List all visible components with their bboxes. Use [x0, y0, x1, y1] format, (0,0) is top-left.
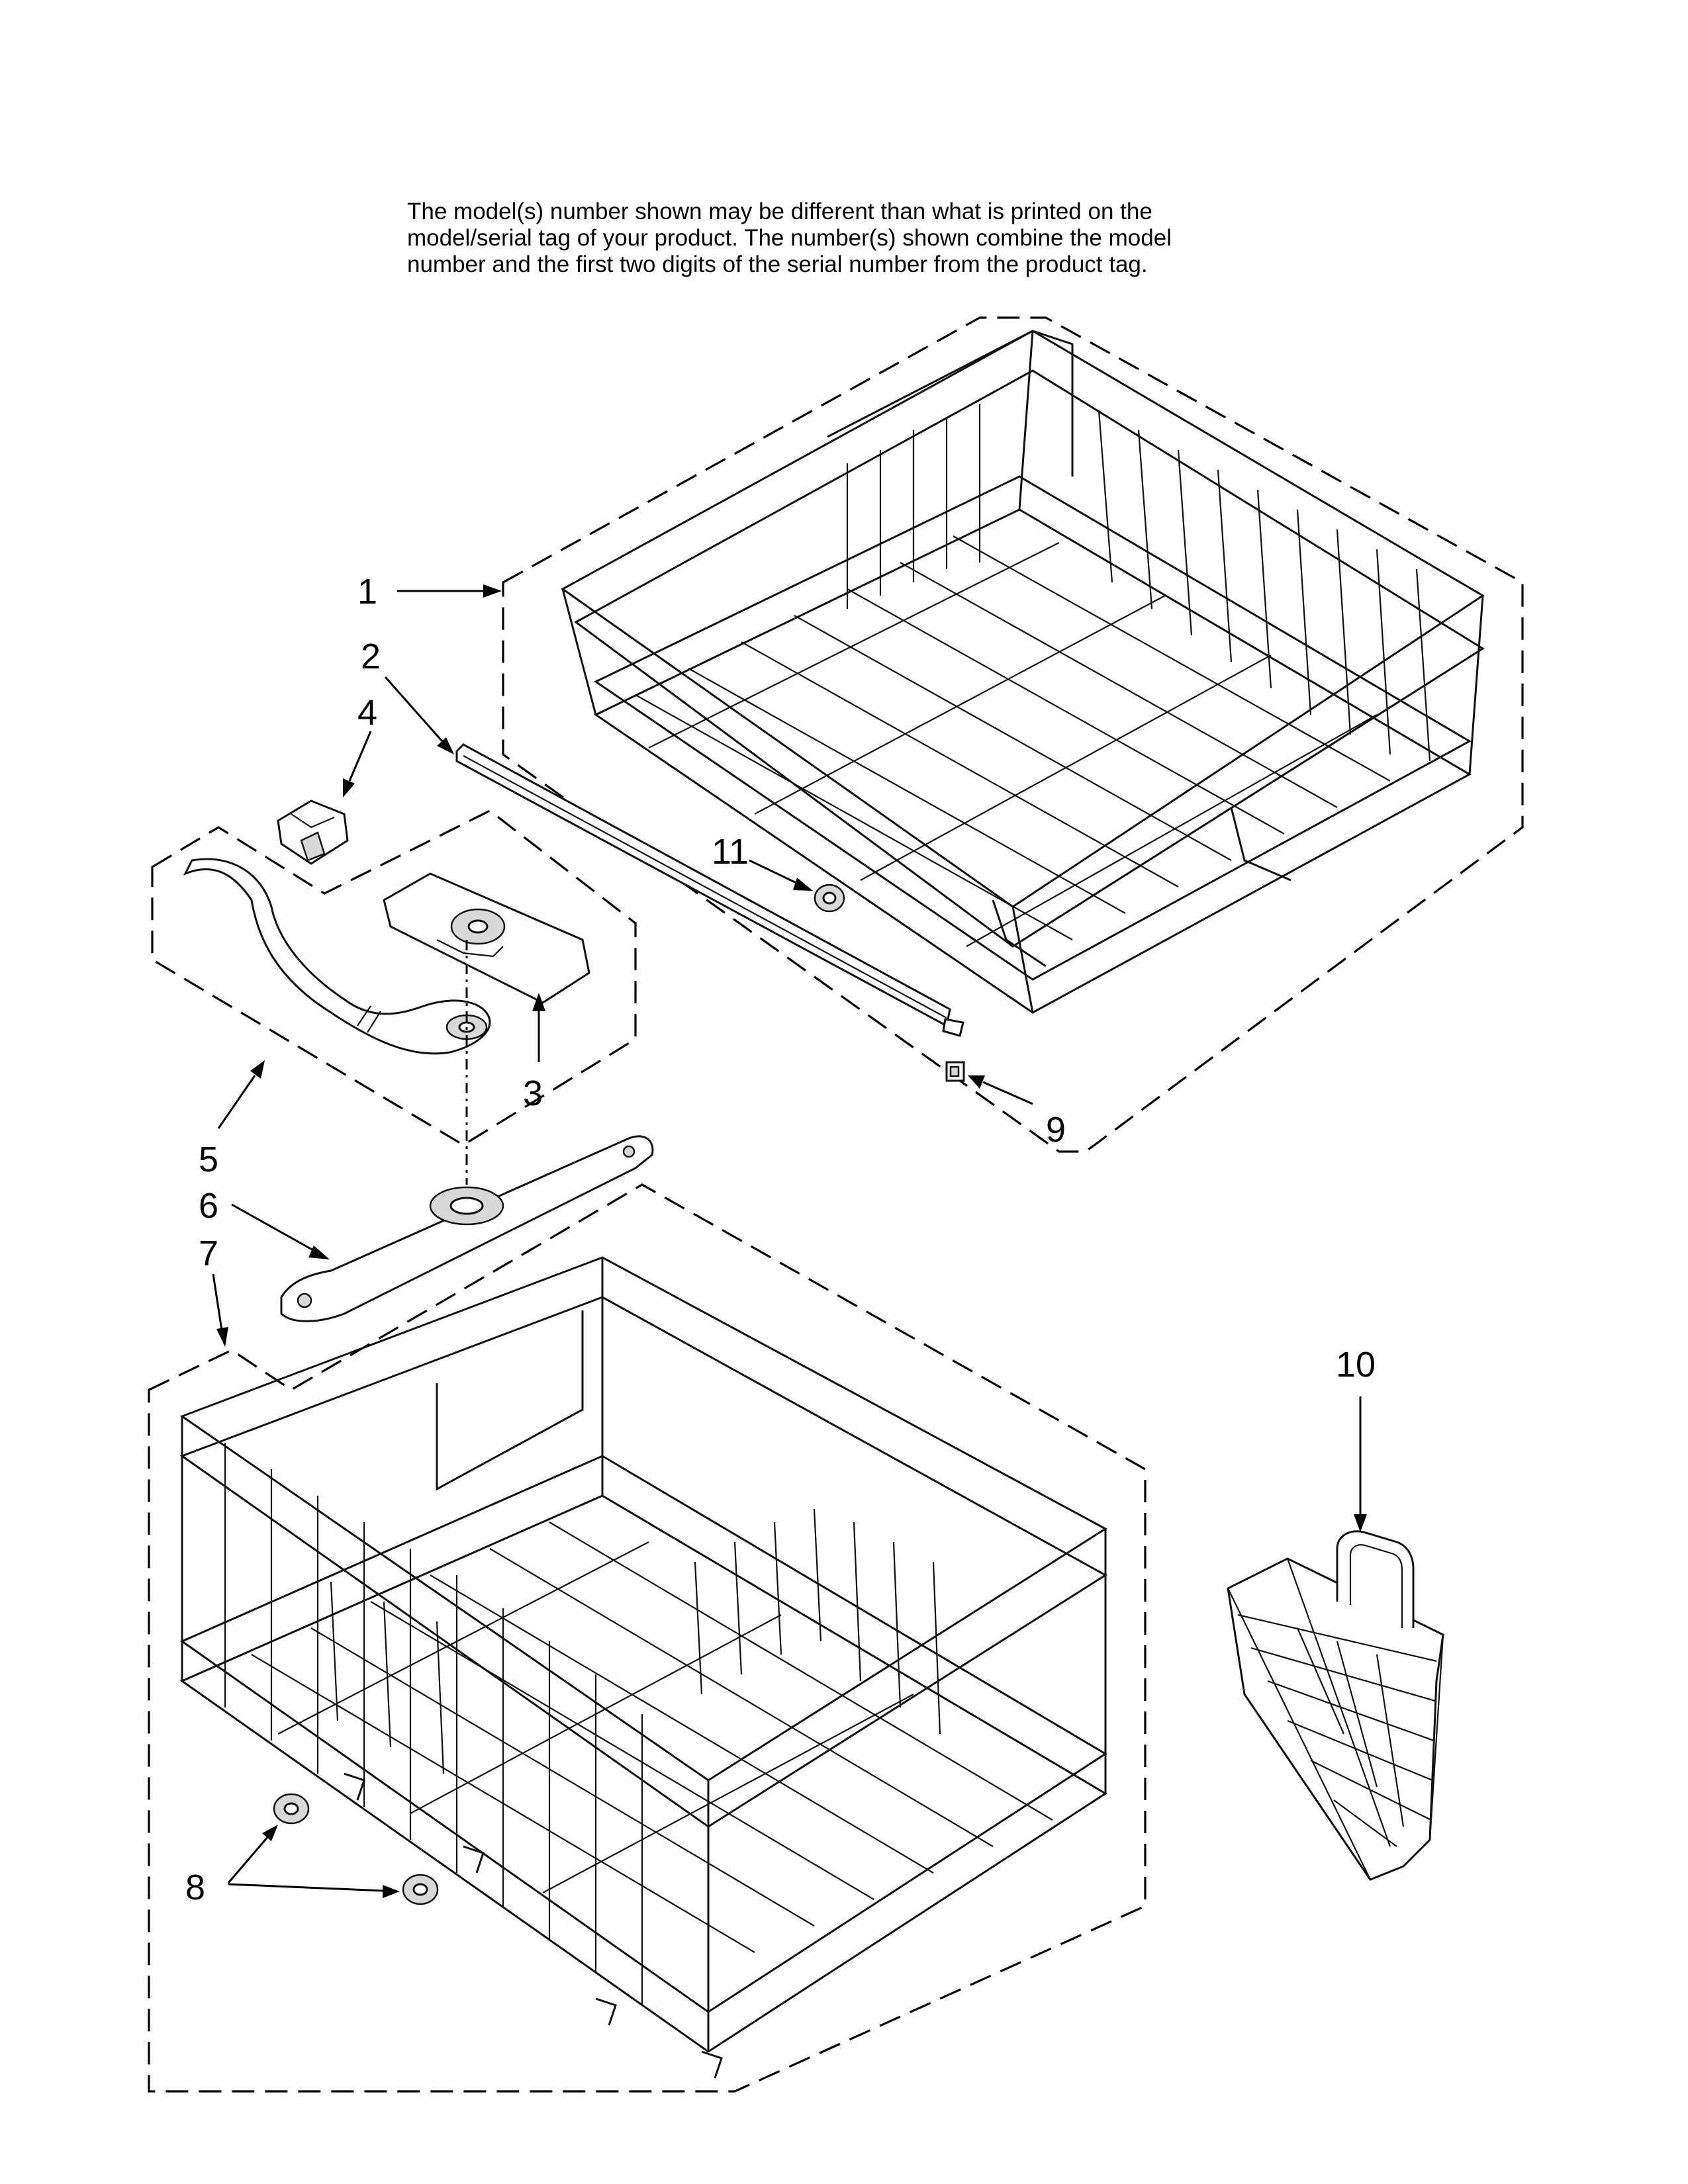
- spray-arm-part-6: [280, 1135, 654, 1322]
- clip-part-4: [277, 799, 349, 865]
- header-note: The model(s) number shown may be differe…: [407, 199, 1334, 278]
- silverware-basket-part-10: [1227, 1530, 1444, 1881]
- callout-3: 3: [523, 1073, 543, 1113]
- rack-rail-part-2: [455, 743, 964, 1037]
- upper-rack-tines: [846, 404, 1431, 762]
- callout-10: 10: [1336, 1345, 1376, 1385]
- upper-rack-group: [502, 316, 1524, 1153]
- callout-5: 5: [199, 1140, 218, 1179]
- upper-rack-drawing: [561, 330, 1485, 1014]
- wheel-part-8a: [273, 1793, 310, 1825]
- header-note-line-1: The model(s) number shown may be differe…: [407, 199, 1152, 224]
- callout-11: 11: [712, 832, 749, 872]
- lower-rack-drawing: [179, 1256, 1107, 2079]
- upper-rack-floor: [635, 535, 1391, 947]
- header-note-line-2: model/serial tag of your product. The nu…: [407, 225, 1172, 251]
- lower-rack-group: [148, 1183, 1147, 2093]
- basket-grid: [1237, 1614, 1437, 1847]
- callout-6: 6: [199, 1186, 218, 1226]
- callout-leaders: [212, 584, 1367, 1898]
- upper-rack-boundary: [502, 316, 1524, 1153]
- callout-2: 2: [361, 637, 381, 676]
- lower-rack-floor: [251, 1522, 1053, 1953]
- callout-8: 8: [185, 1868, 205, 1907]
- header-note-line-3: number and the first two digits of the s…: [407, 251, 1148, 277]
- callout-4: 4: [357, 693, 377, 733]
- callout-1: 1: [357, 572, 377, 612]
- lower-rack-tines: [330, 1508, 941, 1774]
- wheel-part-11: [814, 884, 845, 913]
- wheel-part-8b: [402, 1874, 439, 1905]
- feed-tube-part-5: [183, 858, 491, 1055]
- clip-part-9: [945, 1061, 965, 1082]
- manifold-part-3: [383, 872, 590, 1004]
- callout-7: 7: [199, 1234, 218, 1273]
- callout-9: 9: [1046, 1110, 1066, 1150]
- lower-rack-boundary: [148, 1183, 1147, 2093]
- callout-numbers: 1 2 4 11 3 5 9 6 7 10 8: [185, 572, 1376, 1907]
- spray-arm-group-boundary: [151, 809, 637, 1146]
